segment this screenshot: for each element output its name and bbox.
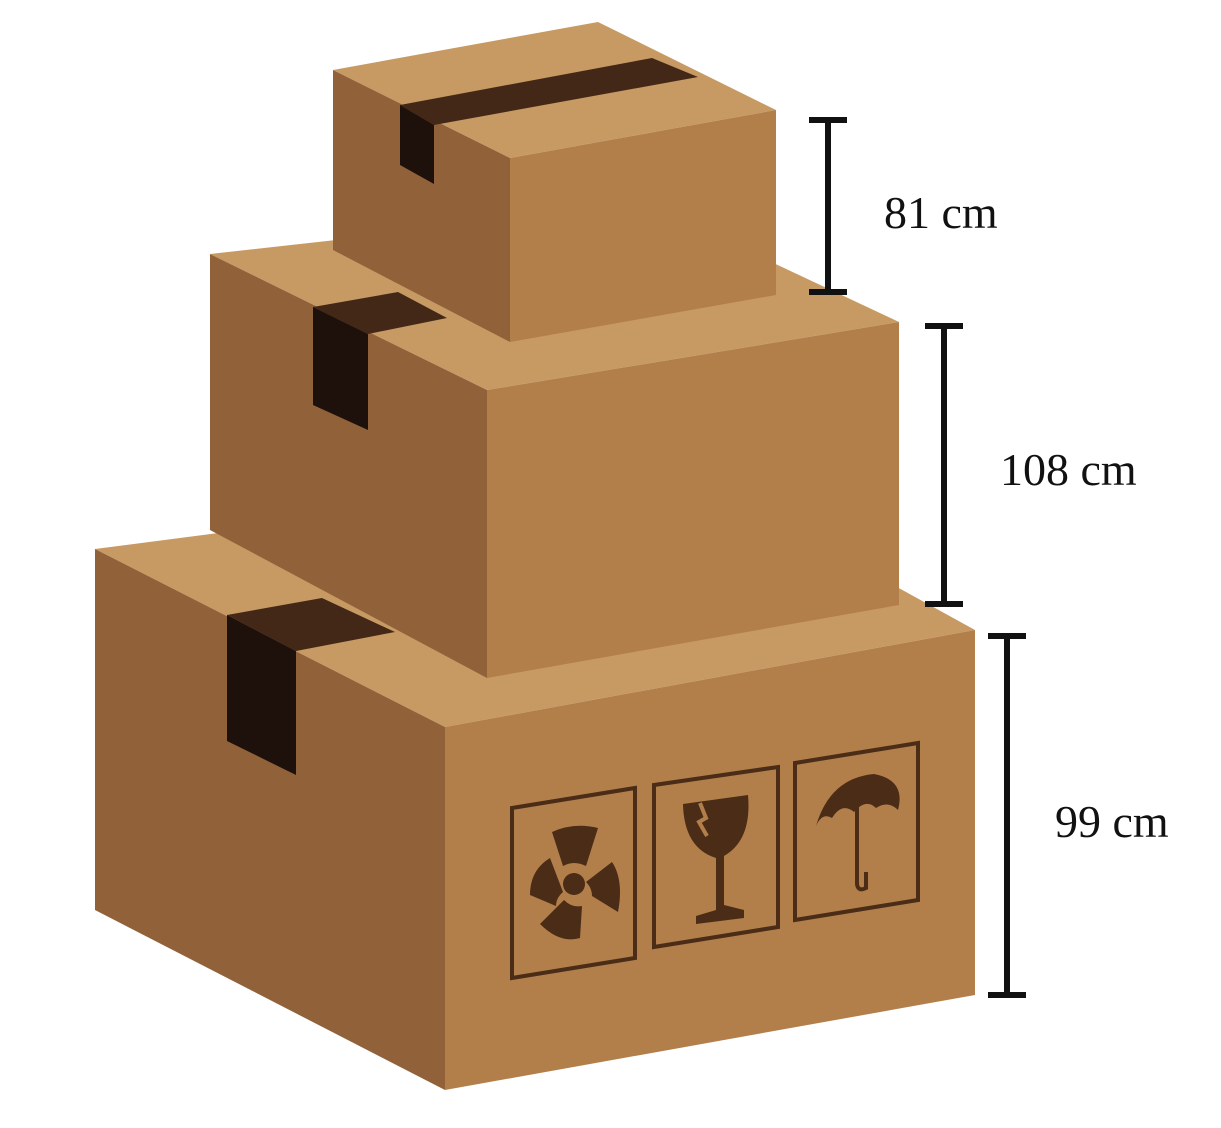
- top-box-tape-front: [400, 105, 434, 184]
- middle-box-tape-front: [313, 307, 368, 430]
- bottom-box-front-face: [445, 630, 975, 1090]
- fragile-glass-icon: [652, 764, 780, 950]
- dimension-bottom-box: 99 cm: [988, 633, 1169, 998]
- bottom-box-tape-top: [227, 598, 395, 651]
- top-box-height-label: 81 cm: [884, 187, 998, 238]
- middle-box-tape-top: [313, 292, 447, 334]
- middle-box-left-face: [210, 254, 487, 678]
- dimension-middle-box: 108 cm: [925, 323, 1137, 607]
- handling-symbols: [510, 740, 920, 981]
- top-box-front-face: [510, 110, 776, 342]
- bottom-box-height-label: 99 cm: [1055, 796, 1169, 847]
- umbrella-keep-dry-icon: [793, 740, 920, 923]
- bottom-box-tape-front: [227, 615, 296, 775]
- top-box-tape-top: [400, 58, 698, 125]
- top-box: [333, 22, 776, 342]
- dimension-top-box: 81 cm: [809, 117, 998, 295]
- middle-box-height-label: 108 cm: [1000, 444, 1137, 495]
- bottom-box-left-face: [95, 549, 445, 1090]
- radiation-icon: [510, 785, 637, 981]
- middle-box-front-face: [487, 322, 899, 678]
- top-box-left-face: [333, 70, 510, 342]
